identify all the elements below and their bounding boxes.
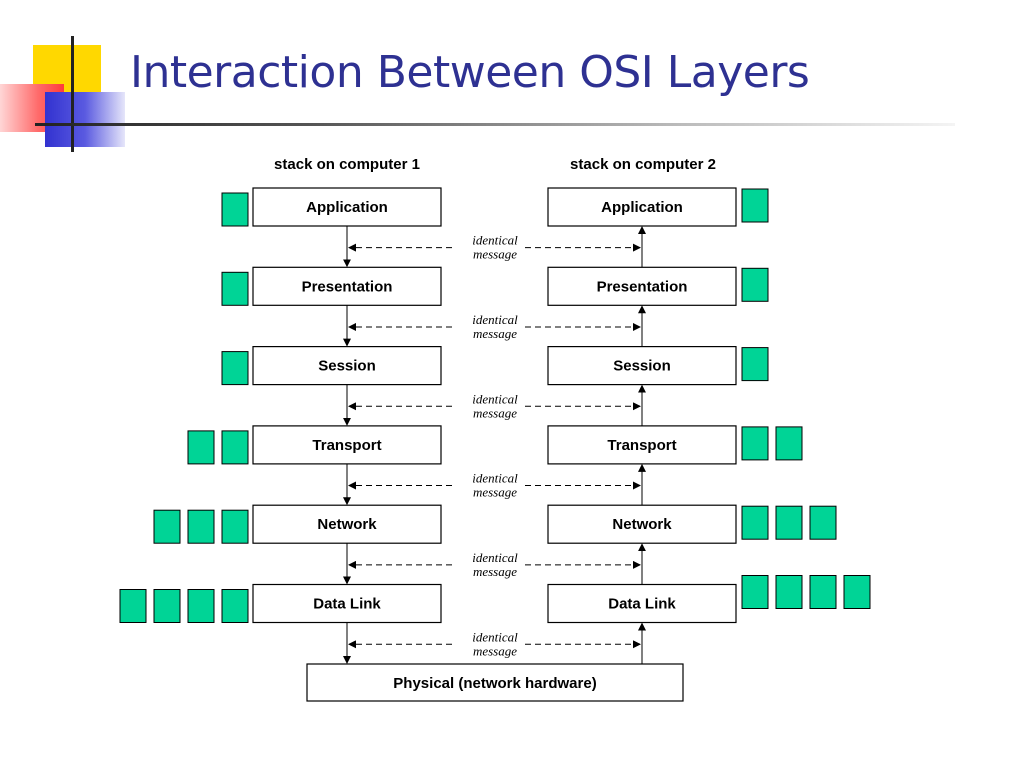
layer-label-network-stack2: Network (612, 516, 672, 533)
layer-box-network-stack1 (252, 504, 442, 544)
header-block-data-link-stack1 (119, 589, 147, 623)
stack1-title: stack on computer 1 (274, 156, 420, 173)
stack2-title: stack on computer 2 (570, 156, 716, 173)
identical-message-line1: identical (472, 550, 518, 565)
layer-label-data-link-stack2: Data Link (608, 596, 676, 613)
deco-vertical-line (71, 36, 74, 152)
header-block-transport-stack1 (221, 430, 249, 465)
layer-label-transport-stack1: Transport (312, 437, 381, 454)
layer-box-data-link-stack2 (547, 583, 737, 624)
identical-message-line1: identical (472, 312, 518, 327)
layer-label-session-stack1: Session (318, 358, 376, 375)
identical-message-line1: identical (472, 629, 518, 644)
layer-box-application-stack2 (547, 187, 737, 227)
layer-label-transport-stack2: Transport (607, 437, 676, 454)
header-block-transport-stack2 (775, 426, 803, 461)
identical-message-line1: identical (472, 471, 518, 486)
layer-label-data-link-stack1: Data Link (313, 596, 381, 613)
header-block-data-link-stack2 (775, 575, 803, 609)
identical-message-line1: identical (472, 233, 518, 248)
physical-label: Physical (network hardware) (393, 675, 596, 692)
header-block-session-stack2 (741, 347, 769, 382)
layer-box-application-stack1 (252, 187, 442, 227)
layer-box-presentation-stack2 (547, 266, 737, 306)
header-block-network-stack1 (221, 509, 249, 544)
layer-label-network-stack1: Network (317, 516, 377, 533)
header-block-transport-stack1 (187, 430, 215, 465)
header-block-application-stack1 (221, 192, 249, 227)
layer-label-presentation-stack1: Presentation (302, 278, 393, 295)
identical-message-line2: message (473, 326, 517, 341)
layer-box-network-stack2 (547, 504, 737, 544)
header-block-data-link-stack1 (153, 589, 181, 623)
header-block-network-stack2 (809, 505, 837, 540)
header-block-data-link-stack1 (187, 589, 215, 623)
deco-blue-square (45, 92, 125, 147)
header-block-network-stack2 (775, 505, 803, 540)
layer-box-session-stack1 (252, 346, 442, 386)
layer-box-data-link-stack1 (252, 583, 442, 624)
layer-box-presentation-stack1 (252, 266, 442, 306)
layer-box-transport-stack1 (252, 425, 442, 465)
header-block-data-link-stack1 (221, 589, 249, 623)
identical-message-line2: message (473, 643, 517, 658)
header-block-presentation-stack2 (741, 267, 769, 302)
header-block-data-link-stack2 (809, 575, 837, 609)
physical-layer: Physical (network hardware) (306, 663, 684, 702)
layer-label-session-stack2: Session (613, 358, 671, 375)
header-block-data-link-stack2 (741, 575, 769, 609)
identical-message-line2: message (473, 485, 517, 500)
header-block-presentation-stack1 (221, 271, 249, 306)
header-block-transport-stack2 (741, 426, 769, 461)
identical-message-line2: message (473, 247, 517, 262)
layer-label-application-stack2: Application (601, 199, 683, 216)
header-block-network-stack1 (153, 509, 181, 544)
identical-message-line2: message (473, 405, 517, 420)
header-block-network-stack2 (741, 505, 769, 540)
header-block-network-stack1 (187, 509, 215, 544)
header-block-data-link-stack2 (843, 575, 871, 609)
header-block-application-stack2 (741, 188, 769, 223)
header-block-session-stack1 (221, 351, 249, 386)
identical-message-line1: identical (472, 391, 518, 406)
title-underline (35, 123, 955, 126)
identical-message-line2: message (473, 564, 517, 579)
slide-title: Interaction Between OSI Layers (130, 47, 810, 98)
layer-label-presentation-stack2: Presentation (597, 278, 688, 295)
layer-label-application-stack1: Application (306, 199, 388, 216)
physical-box (306, 663, 684, 702)
